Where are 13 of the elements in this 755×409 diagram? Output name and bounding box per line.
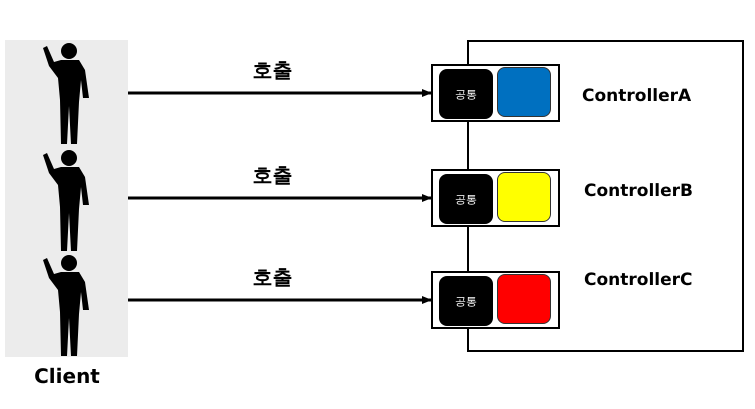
common-block: 공통 [439, 276, 493, 326]
controller-name: ControllerB [584, 181, 693, 201]
color-block [497, 67, 551, 117]
common-block: 공통 [439, 69, 493, 119]
color-block [497, 274, 551, 324]
caption-label: Client [34, 364, 100, 388]
arrow [128, 89, 432, 97]
arrow [128, 296, 432, 304]
common-block: 공통 [439, 174, 493, 224]
arrow [128, 194, 432, 202]
controller-name: ControllerA [582, 86, 692, 106]
color-block [497, 172, 551, 222]
controller-name: ControllerC [584, 270, 692, 290]
